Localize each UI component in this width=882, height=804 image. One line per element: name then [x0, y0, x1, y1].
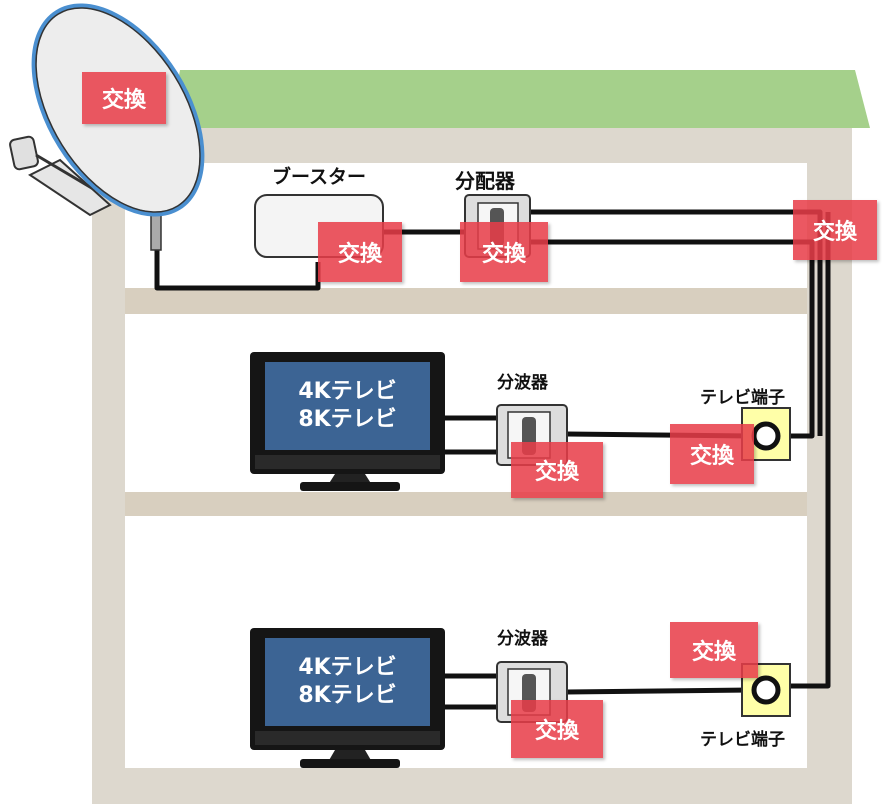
- tv-line-2: 8Kテレビ: [298, 407, 397, 432]
- cable-to-floor-3: [786, 212, 831, 689]
- tv-text-floor-3: 4Kテレビ 8Kテレビ: [265, 654, 430, 710]
- replace-badge-splitter-floor-3: 交換: [511, 700, 603, 758]
- replace-badge-outlet-floor-3: 交換: [670, 622, 758, 678]
- outlet-icon: [741, 663, 791, 717]
- splitter-label-floor-2: 分波器: [497, 373, 548, 393]
- outlet-label-floor-3: テレビ端子: [700, 730, 785, 750]
- tv-line-1: 4Kテレビ: [298, 379, 397, 404]
- replace-badge-wall-cable: 交換: [793, 200, 877, 260]
- tv-icon: [250, 628, 445, 768]
- replace-badge-booster: 交換: [318, 222, 402, 282]
- replace-badge-distributor: 交換: [460, 222, 548, 282]
- cables: [154, 209, 831, 710]
- outlet-label-floor-2: テレビ端子: [700, 388, 785, 408]
- distributor-label: 分配器: [455, 169, 515, 193]
- tv-icon: [250, 352, 445, 491]
- replace-badge-dish: 交換: [82, 72, 166, 124]
- replace-badge-splitter-floor-2: 交換: [511, 442, 603, 498]
- cable-outlet3-to-splitter: [566, 687, 753, 695]
- tv-line-1: 4Kテレビ: [298, 655, 397, 680]
- house-roof: [170, 70, 870, 128]
- tv-line-2: 8Kテレビ: [298, 683, 397, 708]
- splitter-label-floor-3: 分波器: [497, 629, 548, 649]
- replace-badge-outlet-floor-2: 交換: [670, 424, 754, 484]
- floor-2: [125, 492, 807, 516]
- cable-distributor-out-2: [530, 239, 815, 439]
- tv-text-floor-2: 4Kテレビ 8Kテレビ: [265, 378, 430, 434]
- floor-1: [125, 288, 807, 314]
- booster-label: ブースター: [272, 166, 367, 188]
